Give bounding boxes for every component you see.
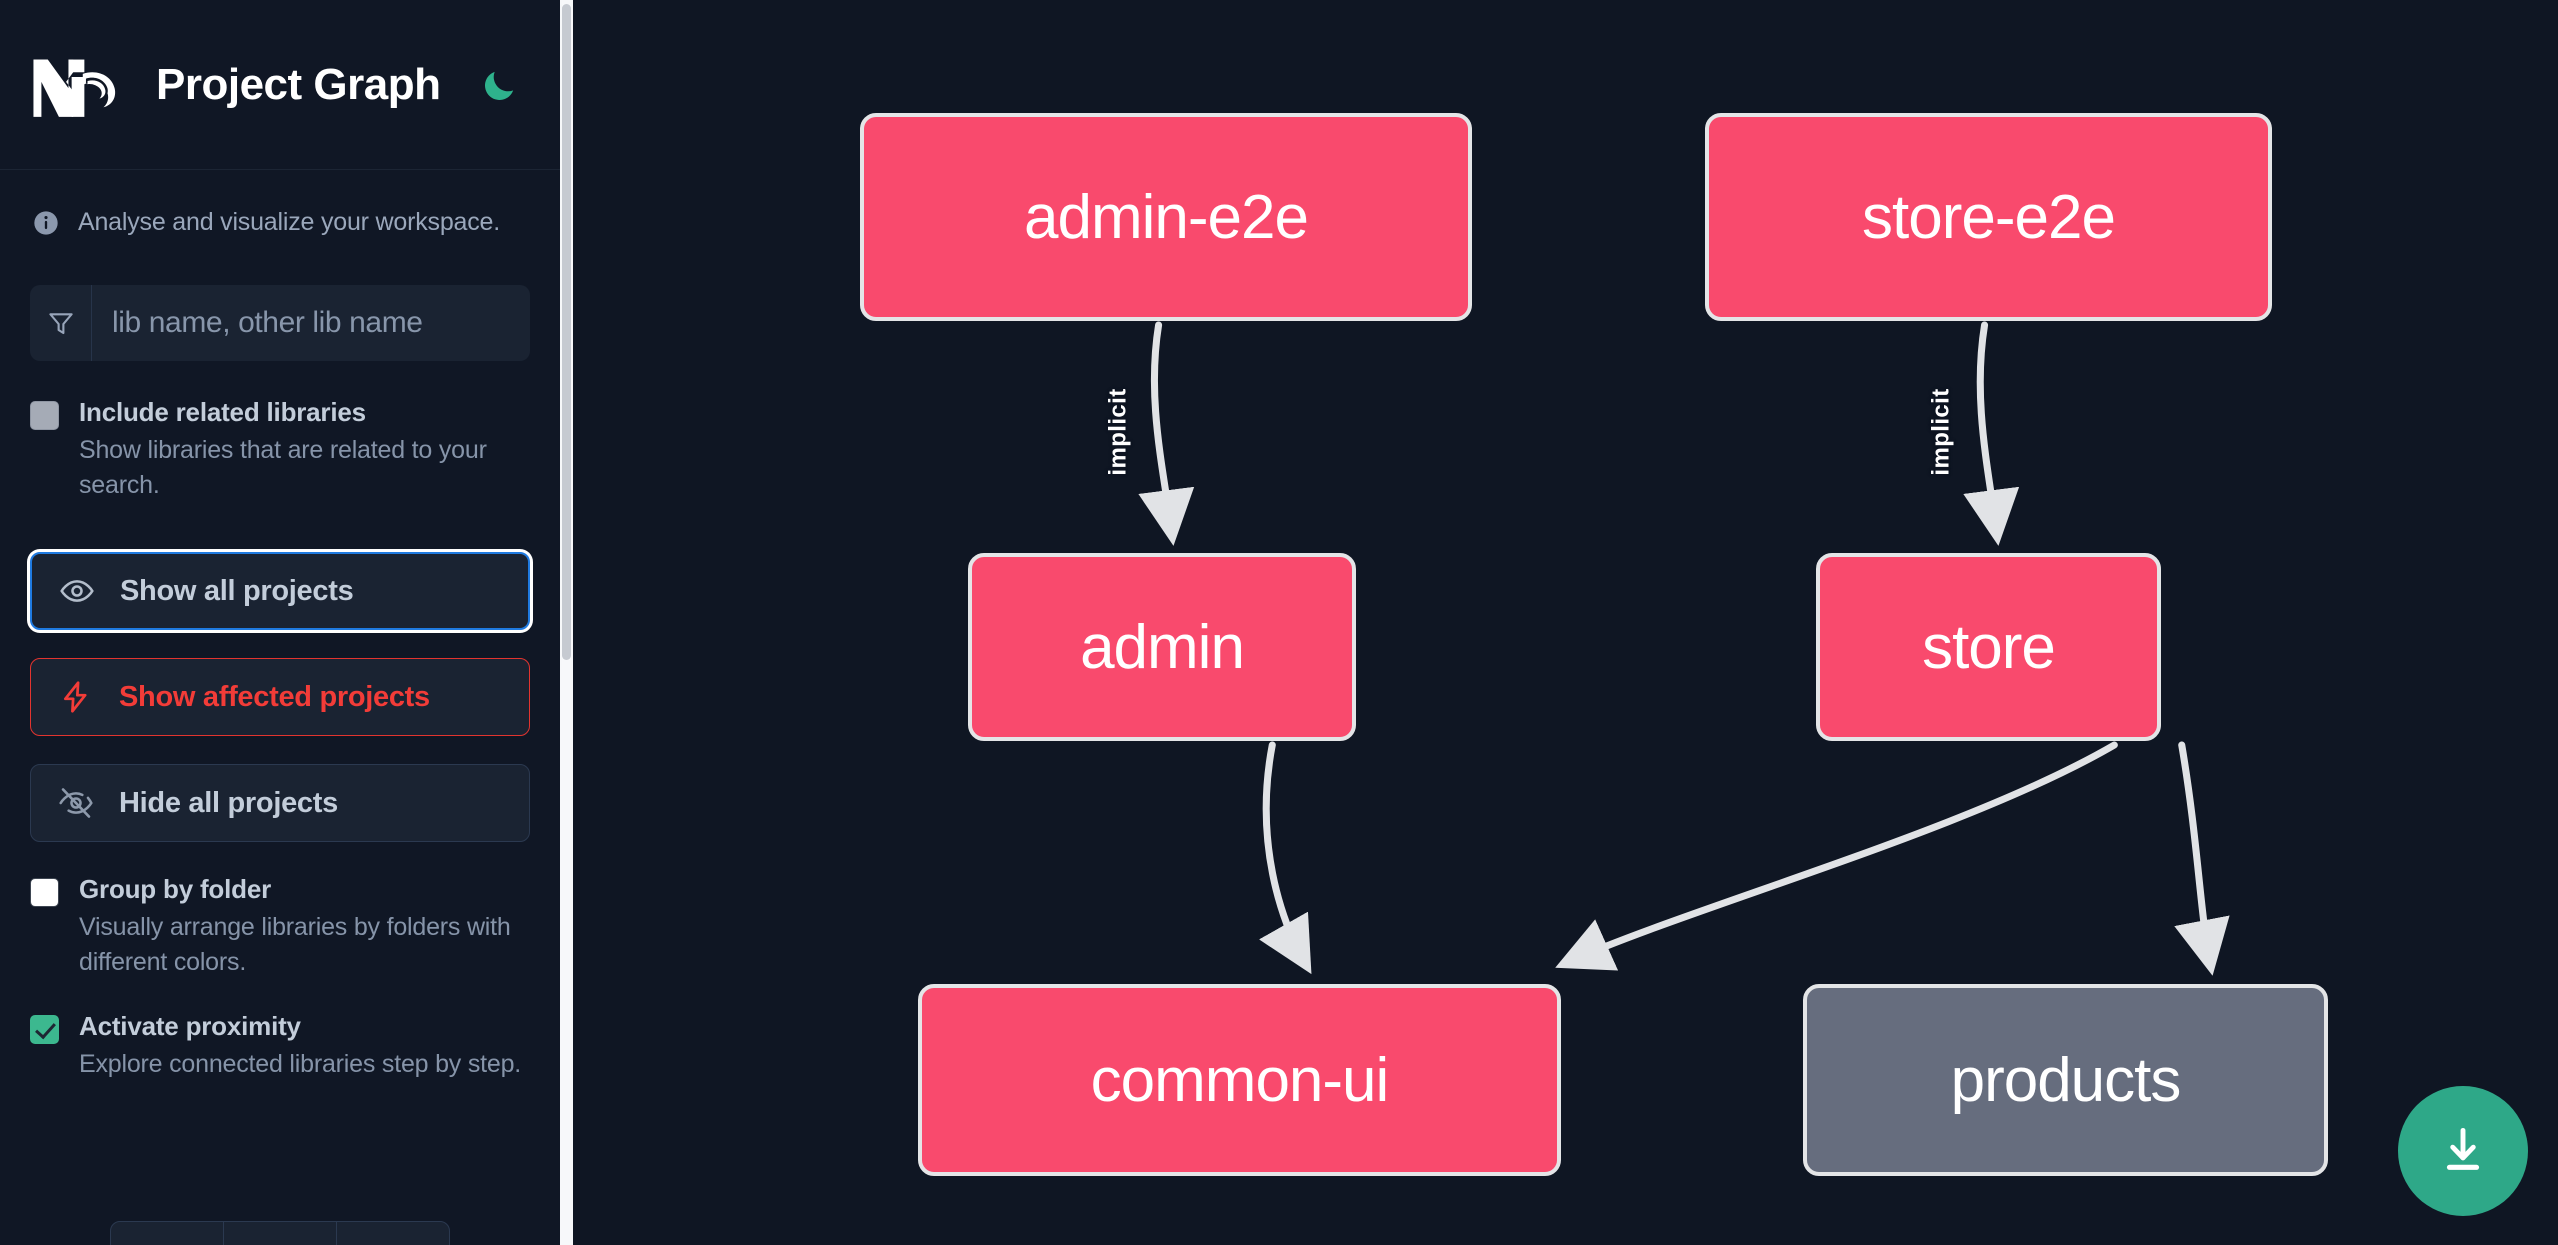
show-all-projects-label: Show all projects xyxy=(120,574,354,607)
sidebar-header: Project Graph xyxy=(0,0,560,170)
graph-edges xyxy=(1138,321,2230,976)
download-image-button[interactable] xyxy=(2398,1086,2528,1216)
graph-node-common-ui[interactable]: common-ui xyxy=(918,984,1561,1176)
project-visibility-buttons: Show all projects Show affected projects xyxy=(0,552,560,843)
edge-store-to-products xyxy=(2174,741,2230,976)
show-affected-projects-label: Show affected projects xyxy=(119,680,430,713)
graph-node-products[interactable]: products xyxy=(1803,984,2328,1176)
proximity-segment-3[interactable] xyxy=(337,1222,449,1245)
search-input[interactable] xyxy=(92,285,530,361)
graph-node-admin[interactable]: admin xyxy=(968,553,1356,741)
option-activate-proximity[interactable]: Activate proximity Explore connected lib… xyxy=(0,1009,560,1082)
download-icon xyxy=(2435,1122,2491,1181)
edge-store-to-common-ui xyxy=(1555,741,2118,971)
sidebar: Project Graph Analyse and visualize your… xyxy=(0,0,560,1245)
sidebar-scrollbar[interactable] xyxy=(560,0,573,1245)
include-related-libraries-checkbox[interactable] xyxy=(30,401,59,430)
nx-logo-icon xyxy=(30,50,126,120)
edge-admin-e2e-to-admin xyxy=(1138,321,1195,546)
show-all-projects-button[interactable]: Show all projects xyxy=(30,552,530,631)
info-icon xyxy=(32,209,60,237)
activate-proximity-label: Activate proximity xyxy=(79,1011,301,1042)
eye-off-icon xyxy=(57,784,95,822)
workspace-note-text: Analyse and visualize your workspace. xyxy=(78,208,500,236)
hide-all-projects-button[interactable]: Hide all projects xyxy=(30,764,530,843)
proximity-segment-2[interactable] xyxy=(224,1222,337,1245)
graph-canvas[interactable]: admin-e2e store-e2e admin store common-u… xyxy=(560,0,2558,1245)
group-by-folder-label: Group by folder xyxy=(79,874,272,905)
show-affected-projects-button[interactable]: Show affected projects xyxy=(30,658,530,737)
proximity-segment-1[interactable] xyxy=(111,1222,224,1245)
eye-icon xyxy=(58,572,96,610)
sidebar-scrollbar-thumb[interactable] xyxy=(562,4,571,660)
option-group-by-folder[interactable]: Group by folder Visually arrange librari… xyxy=(0,872,560,979)
activate-proximity-checkbox[interactable] xyxy=(30,1015,59,1045)
filter-funnel-icon xyxy=(30,285,92,361)
activate-proximity-description: Explore connected libraries step by step… xyxy=(79,1050,522,1079)
graph-node-admin-e2e[interactable]: admin-e2e xyxy=(860,113,1472,321)
include-related-libraries-description: Show libraries that are related to your … xyxy=(79,436,487,499)
graph-node-store[interactable]: store xyxy=(1816,553,2161,741)
lightning-bolt-icon xyxy=(57,678,95,716)
group-by-folder-description: Visually arrange libraries by folders wi… xyxy=(79,913,511,976)
moon-icon[interactable] xyxy=(476,62,522,108)
hide-all-projects-label: Hide all projects xyxy=(119,786,338,819)
graph-node-store-e2e[interactable]: store-e2e xyxy=(1705,113,2272,321)
edge-store-e2e-to-store xyxy=(1963,321,2020,546)
workspace-note: Analyse and visualize your workspace. xyxy=(0,170,560,237)
option-include-related-libraries[interactable]: Include related libraries Show libraries… xyxy=(0,395,560,502)
include-related-libraries-label: Include related libraries xyxy=(79,397,366,427)
edge-admin-to-common-ui xyxy=(1259,741,1312,975)
proximity-segmented-control[interactable] xyxy=(110,1221,450,1245)
group-by-folder-checkbox[interactable] xyxy=(30,878,59,908)
page-title: Project Graph xyxy=(156,59,441,109)
search-field-wrapper[interactable] xyxy=(30,285,530,361)
